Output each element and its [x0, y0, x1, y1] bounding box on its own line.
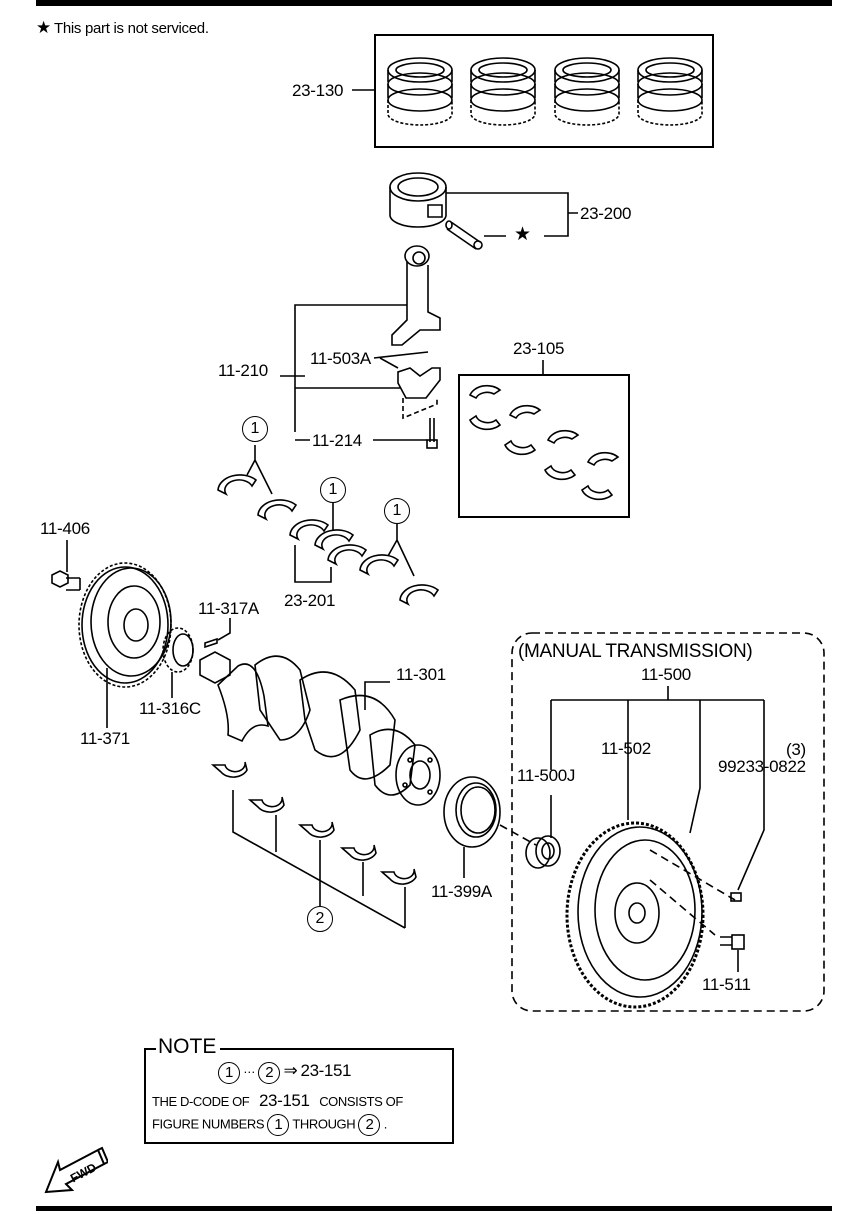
- note-title: NOTE: [156, 1036, 221, 1057]
- piston-ring-set-icons: [387, 57, 703, 126]
- label-pilot-bearing: 11-500J: [517, 766, 576, 785]
- note-figure-1: 1: [218, 1061, 240, 1084]
- label-crankshaft: 11-301: [396, 665, 446, 684]
- bottom-border: [36, 1206, 832, 1211]
- label-thrust-bearing: 23-201: [284, 591, 336, 610]
- note-line3-prefix: FIGURE NUMBERS: [152, 1116, 265, 1132]
- leader-23-201: [294, 545, 332, 583]
- label-conrod-bearing-set: 23-105: [513, 339, 565, 358]
- crankshaft-icon: [199, 651, 441, 806]
- crank-pulley-icon: [78, 562, 172, 688]
- leader-23-200: [446, 192, 578, 237]
- figure-number-1: 1: [320, 477, 346, 503]
- note-dcode: 23-151: [300, 1061, 352, 1080]
- note-figure-2: 2: [258, 1061, 281, 1084]
- legend-not-serviced: ★This part is not serviced.: [36, 18, 209, 38]
- note-line-1: 1 ··· 2 ⇒ 23-151: [218, 1061, 351, 1084]
- note-line2-suffix: CONSISTS OF: [319, 1094, 403, 1109]
- figure-number-1: 1: [384, 498, 410, 524]
- label-timing-sprocket: 11-316C: [139, 699, 201, 718]
- label-key: 11-317A: [198, 599, 259, 618]
- piston-ring-icon: [554, 57, 620, 126]
- note-line3-mid: THROUGH: [292, 1116, 356, 1132]
- manual-transmission-box: [511, 632, 825, 1012]
- pulley-bolt-icon: [51, 570, 81, 591]
- pilot-bearing-icon: [525, 835, 561, 869]
- flywheel-centerlines: [649, 849, 736, 936]
- rear-oil-seal-icon: [443, 776, 501, 848]
- leader-figure-2: [232, 790, 406, 929]
- label-conrod-assembly: 11-210: [218, 361, 268, 380]
- conrod-bearing-icons: [468, 384, 620, 501]
- note-line-2: THE D-CODE OF 23-151 CONSISTS OF: [152, 1091, 403, 1111]
- note-figure-1: 1: [267, 1114, 290, 1136]
- star-icon: ★: [36, 18, 51, 37]
- flywheel-bolt-icon: [720, 934, 745, 950]
- leader-11-210: [280, 304, 429, 441]
- piston-ring-icon: [637, 57, 703, 126]
- label-conrod-bolt: 11-214: [312, 431, 362, 450]
- timing-sprocket-icon: [162, 627, 194, 673]
- label-dowel-pin: 99233-0822: [718, 757, 806, 776]
- forward-arrow-icon: FWD: [44, 1146, 110, 1196]
- star-icon: ★: [514, 224, 531, 245]
- piston-ring-icon: [470, 57, 536, 126]
- leader-11-301: [364, 681, 390, 710]
- note-ellipsis: ···: [243, 1064, 256, 1079]
- label-flywheel-assembly: 11-500: [641, 665, 691, 684]
- top-border: [36, 0, 832, 6]
- manual-transmission-title: (MANUAL TRANSMISSION): [518, 641, 753, 662]
- label-dowel-qty: (3): [786, 740, 806, 759]
- note-line3-end: .: [383, 1116, 388, 1132]
- leader-figure-1: [246, 445, 415, 577]
- leader-11-317A: [217, 618, 231, 641]
- note-figure-2: 2: [358, 1114, 381, 1136]
- label-conrod-knock-pin: 11-503A: [310, 349, 371, 368]
- label-pulley-bolt: 11-406: [40, 519, 90, 538]
- conrod-bearing-box: [458, 374, 630, 518]
- note-line2-code: 23-151: [259, 1091, 310, 1110]
- dowel-pin-icon: [730, 892, 742, 902]
- figure-number-2: 2: [307, 906, 333, 932]
- label-piston-rings: 23-130: [292, 81, 344, 100]
- legend-text: This part is not serviced.: [53, 20, 209, 37]
- label-rear-oil-seal: 11-399A: [431, 882, 492, 901]
- label-piston: 23-200: [580, 204, 632, 223]
- conrod-bolt-icon: [426, 418, 438, 449]
- piston-rings-box: [374, 34, 714, 148]
- note-box: [144, 1048, 454, 1144]
- piston-icon: [389, 172, 447, 228]
- leader-11-500: [550, 686, 765, 891]
- note-line-3: FIGURE NUMBERS 1 THROUGH 2 .: [152, 1114, 387, 1136]
- upper-main-bearing-icons: [217, 474, 440, 606]
- note-arrow: ⇒: [283, 1061, 298, 1080]
- label-crank-pulley: 11-371: [80, 729, 130, 748]
- figure-number-1: 1: [242, 416, 268, 442]
- label-flywheel-bolt: 11-511: [702, 975, 751, 994]
- flywheel-icon: [565, 821, 705, 1009]
- piston-pin-icon: [445, 220, 483, 250]
- piston-ring-icon: [387, 57, 453, 126]
- key-icon: [204, 637, 218, 649]
- connecting-rod-icon: [391, 245, 441, 420]
- forward-arrow-graphic: FWD: [44, 1146, 110, 1194]
- centerline: [499, 824, 537, 846]
- label-flywheel: 11-502: [601, 739, 651, 758]
- note-line2-prefix: THE D-CODE OF: [152, 1094, 250, 1109]
- lower-main-bearing-icons: [210, 761, 417, 885]
